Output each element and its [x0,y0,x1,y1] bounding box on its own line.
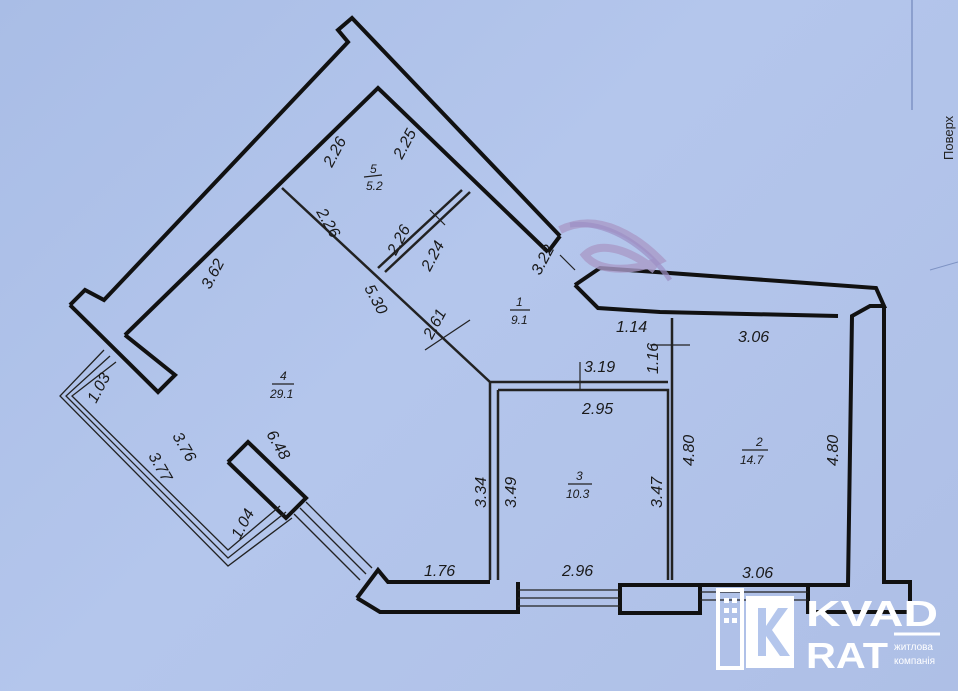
room-3-area: 10.3 [566,487,590,501]
room-labels: 5 5.2 1 9.1 4 29.1 3 10.3 2 14.7 [269,162,768,501]
dim-2-61: 2.61 [420,306,450,342]
logo-building-icon [716,588,744,670]
dim-4-80-left: 4.80 [681,435,698,466]
bay-window [59,349,293,567]
dim-3-47: 3.47 [649,476,666,508]
dim-2-24: 2.24 [418,238,448,274]
room-5-number: 5 [370,162,377,176]
room-3-label: 3 10.3 [566,469,592,501]
interior-walls [281,187,690,580]
room-1-number: 1 [516,295,523,309]
room-2-label: 2 14.7 [740,435,768,467]
company-logo: KVAD RAT житлова компанія [716,588,940,676]
room-4-area: 29.1 [269,387,293,401]
room-5-area: 5.2 [366,179,383,193]
logo-line2: RAT [806,635,888,676]
dim-5-30: 5.30 [360,282,390,318]
paper-edge-line [929,261,958,271]
room-5-label: 5 5.2 [363,162,383,193]
dim-1-14: 1.14 [616,319,647,336]
scribble-mark [558,219,673,282]
dim-3-49: 3.49 [503,477,520,508]
dim-1-16: 1.16 [645,343,662,374]
dim-1-04: 1.04 [229,506,259,542]
dim-3-76: 3.76 [169,430,199,466]
dim-3-19: 3.19 [584,359,615,376]
dimension-labels: 2.26 2.25 2.26 2.26 2.24 3.62 5.30 2.61 … [85,126,842,582]
dim-2-25: 2.25 [390,126,420,162]
room-2-area: 14.7 [740,453,765,467]
dim-3-77: 3.77 [145,450,176,486]
room-4-label: 4 29.1 [269,369,294,401]
dim-3-34: 3.34 [473,477,490,508]
dim-2-26-c: 2.26 [384,222,414,258]
room-4-number: 4 [280,369,287,383]
dim-3-06-bottom: 3.06 [742,565,773,582]
side-label: Поверх [941,115,956,160]
dim-2-95: 2.95 [581,401,613,418]
room-1-label: 1 9.1 [510,295,530,327]
dim-1-76: 1.76 [424,563,455,580]
dim-4-80-right: 4.80 [825,435,842,466]
logo-line1: KVAD [806,593,938,634]
dim-3-06-top: 3.06 [738,329,769,346]
dim-2-96: 2.96 [561,563,593,580]
logo-sub1: житлова [894,642,933,653]
room-3-number: 3 [576,469,583,483]
logo-sub2: компанія [894,656,935,667]
outer-walls [68,15,912,615]
balcony-window [293,501,373,581]
room-2-number: 2 [755,435,763,449]
room-1-area: 9.1 [511,313,528,327]
dim-2-26-b: 2.26 [312,205,343,241]
